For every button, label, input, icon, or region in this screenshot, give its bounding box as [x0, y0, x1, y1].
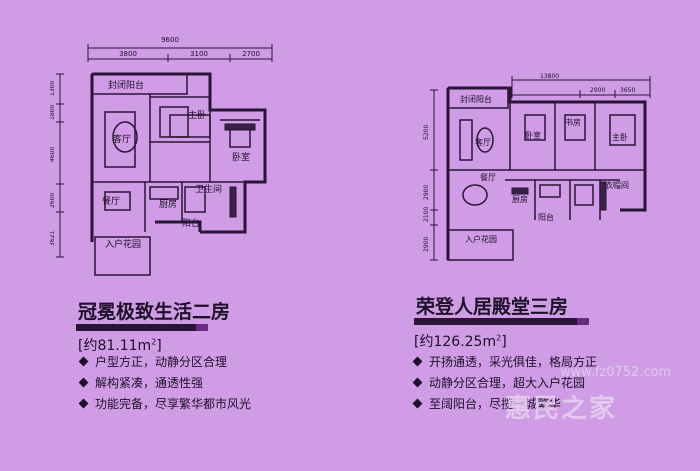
left-feature-2: 解构紧凑，通透性强 — [78, 373, 203, 393]
dim-total: 13800 — [540, 73, 559, 80]
dim-side-1: 1300 — [50, 81, 56, 96]
dim-a: 3800 — [119, 50, 137, 58]
dim-side-2: 1800 — [50, 105, 56, 120]
dim-total: 9600 — [161, 36, 179, 44]
floor-plan-left: 9600 3800 3100 2700 1300 1800 4600 2600 … — [50, 36, 273, 276]
room-garden: 入户花园 — [465, 234, 497, 244]
dim-b: 3100 — [190, 50, 208, 58]
room-master: 主卧 — [612, 132, 628, 142]
dim-b: 3650 — [620, 87, 635, 94]
left-area: [约81.11m2] — [78, 337, 162, 354]
room-bath: 卫生间 — [195, 183, 222, 195]
right-area: [约126.25m2] — [414, 333, 507, 350]
right-title: 荣登人居殿堂三房 — [416, 296, 569, 318]
left-feature-1: 户型方正，动静分区合理 — [78, 352, 227, 372]
dim-side-1: 5200 — [423, 125, 430, 140]
room-balcony: 封闭阳台 — [460, 94, 492, 104]
room-balcony2: 阳台 — [182, 217, 200, 229]
dim-c: 2700 — [242, 50, 260, 58]
left-title-bar — [76, 324, 208, 331]
room-bedroom: 卧室 — [232, 151, 250, 163]
room-living: 客厅 — [113, 133, 131, 145]
room-garden: 入户花园 — [105, 238, 141, 250]
left-area-value: 约81.11m — [83, 338, 152, 354]
room-closet: 衣帽间 — [605, 180, 629, 190]
room-living: 客厅 — [475, 137, 491, 147]
right-feature-2: 动静分区合理，超大入户花园 — [412, 373, 585, 393]
right-feature-3: 至阔阳台，尽揽一城繁华 — [412, 394, 561, 414]
right-title-bar — [414, 318, 589, 325]
watermark-brand: 惠民之家 — [505, 394, 618, 424]
dim-side-5: 3621 — [50, 231, 56, 246]
room-balcony: 封闭阳台 — [108, 79, 144, 91]
watermark-url: www.fz0752.com — [560, 365, 672, 380]
dim-side-3: 4600 — [50, 147, 56, 162]
left-title: 冠冕极致生活二房 — [78, 301, 231, 323]
room-balcony2: 阳台 — [538, 212, 554, 222]
right-area-sup: 2 — [496, 333, 502, 343]
room-dining: 餐厅 — [480, 173, 496, 182]
dim-a: 2900 — [590, 87, 605, 94]
left-area-sup: 2 — [151, 337, 157, 347]
right-feature-1: 开扬通透，采光俱佳，格局方正 — [412, 352, 597, 372]
dim-side-4: 2600 — [50, 193, 56, 208]
room-kitchen: 厨房 — [159, 198, 177, 210]
floor-plan-right: 13800 2900 3650 5200 2900 2100 2900 封闭阳台… — [423, 73, 651, 261]
dim-side-3: 2100 — [423, 207, 430, 222]
room-bed2: 卧室 — [525, 130, 541, 140]
dim-side-4: 2900 — [423, 237, 430, 252]
left-feature-3: 功能完备，尽享繁华都市风光 — [78, 394, 251, 414]
room-kitchen: 厨房 — [512, 194, 528, 204]
room-master: 主卧 — [188, 109, 206, 121]
room-dining: 餐厅 — [102, 195, 120, 207]
room-study: 书房 — [565, 117, 581, 127]
right-area-value: 约126.25m — [419, 334, 497, 350]
dim-side-2: 2900 — [423, 185, 430, 200]
